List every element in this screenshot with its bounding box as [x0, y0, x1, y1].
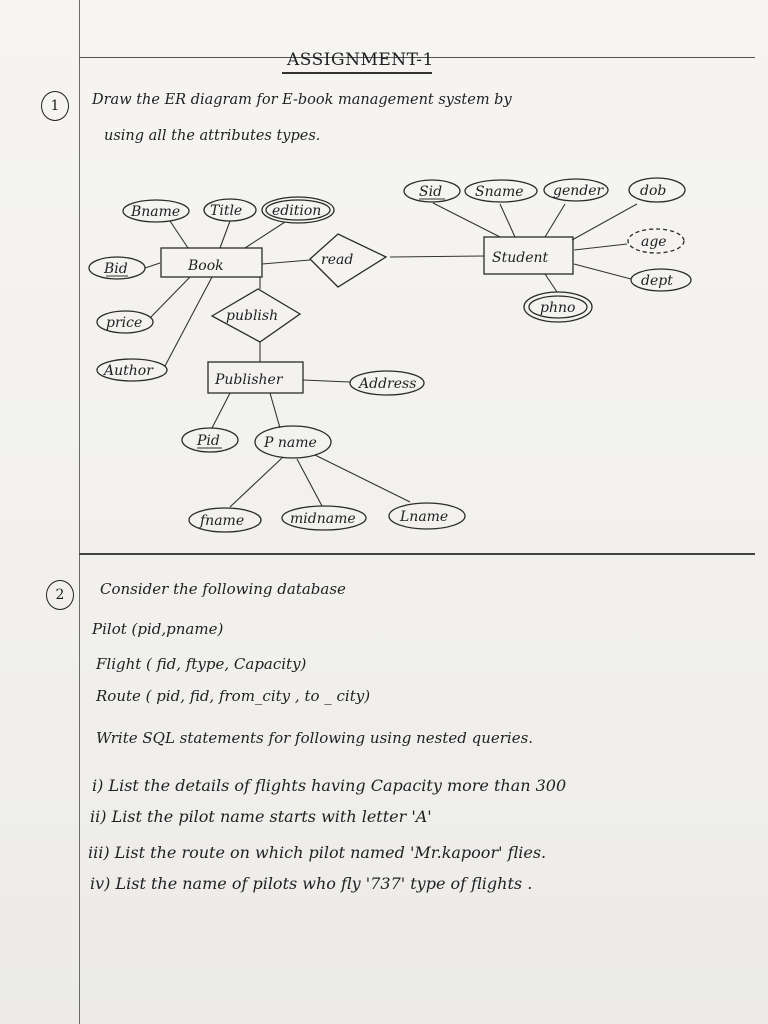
attr-pname-composite	[254, 425, 332, 459]
entity-book	[160, 247, 263, 278]
sub-question-3: iii) List the route on which pilot named…	[88, 843, 547, 862]
attr-sid-label: Sid	[419, 184, 442, 200]
question-2-number: 2	[46, 580, 74, 610]
attr-edition-inner	[265, 199, 331, 221]
attr-phno-inner	[528, 295, 588, 319]
schema-pilot: Pilot (pid,pname)	[92, 620, 224, 638]
er-connectors	[144, 202, 638, 508]
attr-pid	[181, 427, 239, 453]
attr-address	[349, 370, 425, 396]
attr-author-label: Author	[102, 363, 154, 379]
question-2-instruction: Write SQL statements for following using…	[96, 729, 534, 747]
attr-bid	[88, 256, 146, 280]
relationship-read	[309, 233, 388, 288]
entity-book-label: Book	[187, 258, 224, 274]
attr-sid	[403, 179, 461, 203]
attr-sname	[464, 179, 538, 203]
attr-dept	[630, 268, 692, 292]
entity-student-label: Student	[492, 250, 548, 266]
attr-bname-label: Bname	[130, 204, 180, 220]
margin-line	[79, 0, 80, 1024]
attr-fname	[188, 507, 262, 533]
attr-author	[96, 358, 168, 382]
attr-price-label: price	[106, 315, 142, 331]
schema-flight: Flight ( fid, ftype, Capacity)	[96, 655, 307, 673]
attr-sname-label: Sname	[475, 184, 524, 200]
attr-edition-multivalued	[261, 196, 335, 224]
question-divider	[79, 553, 755, 555]
relationship-publish	[210, 288, 302, 343]
attr-gender-label: gender	[553, 183, 605, 199]
attr-address-label: Address	[357, 376, 416, 392]
attr-gender	[543, 178, 609, 202]
attr-dept-label: dept	[641, 273, 673, 289]
attr-bid-label: Bid	[103, 261, 128, 277]
relationship-read-label: read	[321, 252, 353, 268]
attr-bname	[122, 199, 190, 223]
attr-age-derived	[627, 228, 685, 254]
attr-pname-label: P name	[263, 435, 317, 451]
title-underline	[282, 72, 432, 74]
sub-question-1: i) List the details of flights having Ca…	[92, 776, 567, 795]
entity-student	[483, 236, 574, 275]
question-2-intro: Consider the following database	[100, 580, 346, 598]
attr-pid-label: Pid	[196, 433, 220, 449]
er-diagram: Book Student Publisher read publish Bnam…	[88, 177, 692, 533]
attr-title-label: Title	[210, 203, 242, 219]
sub-question-2: ii) List the pilot name starts with lett…	[90, 807, 432, 826]
attr-age-label: age	[641, 234, 667, 250]
relationship-publish-label: publish	[226, 308, 278, 324]
top-rule	[79, 57, 755, 58]
entity-publisher-label: Publisher	[214, 372, 284, 388]
attr-phno-label: phno	[540, 300, 575, 316]
assignment-title: ASSIGNMENT-1	[287, 50, 434, 70]
schema-route: Route ( pid, fid, from_city , to _ city)	[96, 687, 371, 705]
sub-question-4: iv) List the name of pilots who fly '737…	[90, 874, 533, 893]
attr-phno-multivalued	[523, 291, 593, 323]
attr-title	[203, 198, 257, 222]
attr-dob	[628, 177, 686, 203]
attr-lname-label: Lname	[399, 509, 448, 525]
entity-publisher	[207, 361, 304, 394]
question-1-line-2: using all the attributes types.	[104, 128, 321, 144]
attr-midname-label: midname	[290, 511, 356, 527]
attr-dob-label: dob	[640, 183, 666, 199]
attr-lname	[388, 502, 466, 530]
attr-fname-label: fname	[199, 513, 244, 529]
question-1-line-1: Draw the ER diagram for E-book managemen…	[92, 92, 512, 108]
attr-edition-label: edition	[272, 203, 321, 219]
question-1-number: 1	[41, 91, 69, 121]
attr-midname	[281, 505, 367, 531]
attr-price	[96, 310, 154, 334]
